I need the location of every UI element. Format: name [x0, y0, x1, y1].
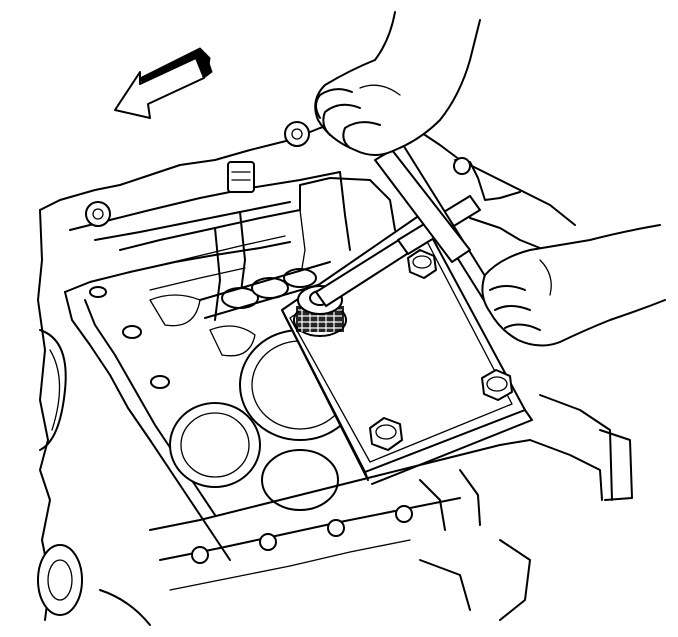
engine-block: [37, 117, 633, 621]
right-hand: [481, 224, 666, 347]
bolt-bottom: [369, 417, 403, 451]
direction-arrow-icon: [114, 47, 213, 119]
left-hand: [314, 11, 481, 156]
lower-block-details: [37, 439, 531, 626]
bolt-right: [481, 369, 513, 401]
deck-plate-fixture: [281, 214, 533, 485]
head-gasket: [64, 241, 291, 561]
bolt-top: [407, 249, 437, 279]
breaker-bar: [315, 139, 501, 311]
